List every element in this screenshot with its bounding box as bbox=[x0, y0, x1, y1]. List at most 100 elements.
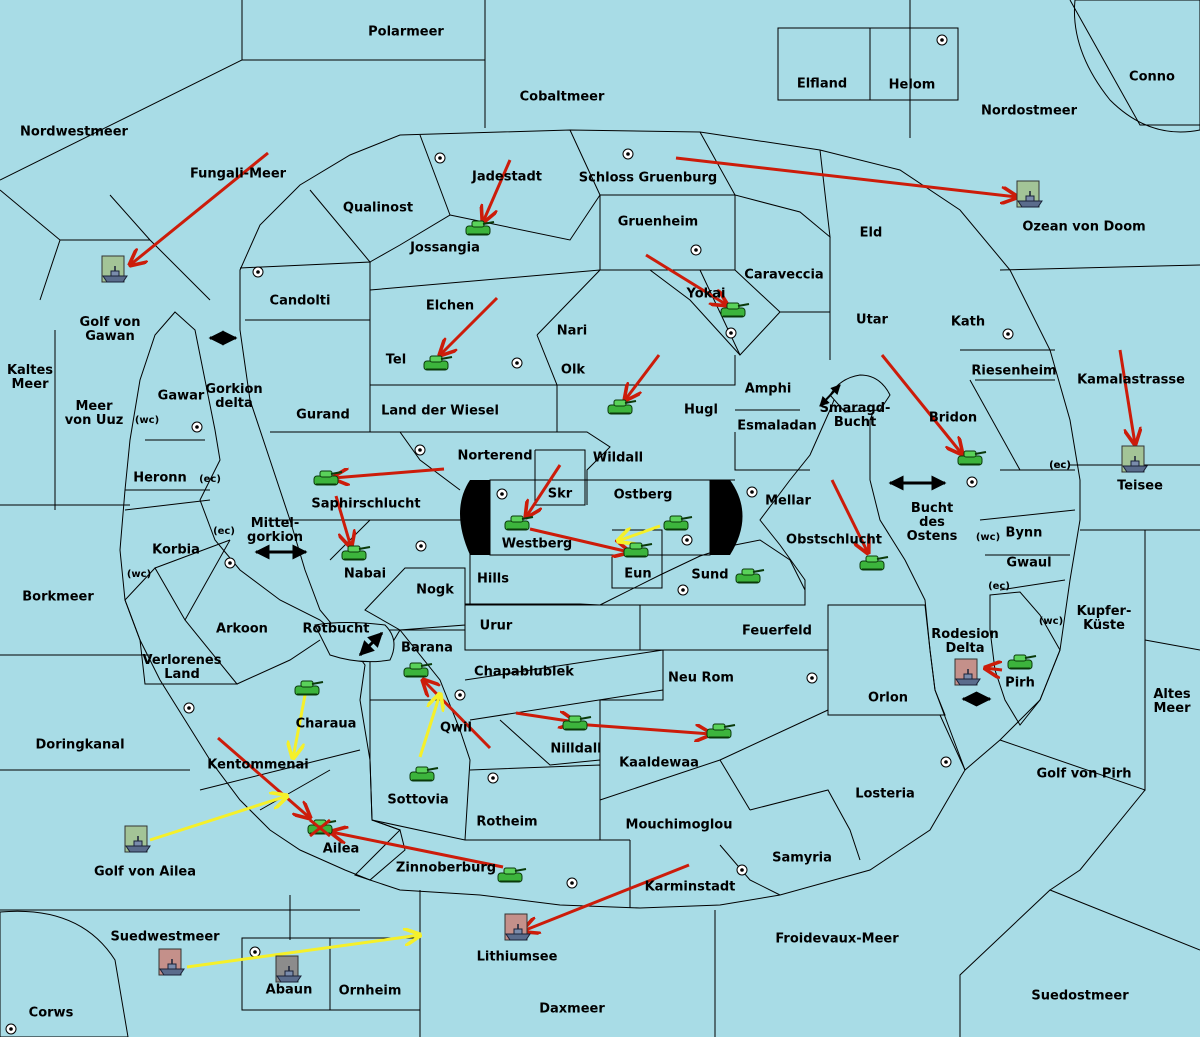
dislodged-icon bbox=[309, 818, 331, 838]
province-label-obstschlucht: Obstschlucht bbox=[786, 533, 882, 548]
sea-label-rotbucht: Rotbucht bbox=[303, 622, 370, 637]
province-label-mellar: Mellar bbox=[765, 494, 811, 509]
supply-center-icon bbox=[224, 557, 236, 569]
province-label-feuerfeld: Feuerfeld bbox=[742, 624, 812, 639]
sea-label-golf-von-pirh: Golf von Pirh bbox=[1036, 767, 1131, 782]
supply-center-icon bbox=[415, 540, 427, 552]
fleet-icon bbox=[954, 658, 981, 686]
sea-label-corws: Corws bbox=[29, 1006, 74, 1021]
province-label-caraveccia: Caraveccia bbox=[744, 268, 823, 283]
fleet-icon bbox=[158, 948, 185, 976]
order-arrow-red bbox=[523, 863, 690, 931]
sea-label-suedwestmeer: Suedwestmeer bbox=[110, 930, 220, 945]
sea-label-smaragd-bucht: Smaragd-Bucht bbox=[820, 401, 891, 430]
coast-marker: (ec) bbox=[199, 474, 221, 485]
province-label-nari: Nari bbox=[557, 324, 588, 339]
province-label-nabai: Nabai bbox=[344, 567, 386, 582]
province-label-rotheim: Rotheim bbox=[476, 815, 537, 830]
army-icon bbox=[706, 723, 736, 739]
sea-label-conno: Conno bbox=[1129, 70, 1175, 85]
coast-marker: (ec) bbox=[1049, 460, 1071, 471]
fortress bbox=[460, 479, 743, 556]
army-icon bbox=[313, 470, 343, 486]
army-icon bbox=[465, 220, 495, 236]
army-icon bbox=[859, 555, 889, 571]
supply-center-icon bbox=[966, 476, 978, 488]
supply-center-icon bbox=[5, 1023, 17, 1035]
province-label-eun: Eun bbox=[624, 567, 651, 582]
province-label-eld: Eld bbox=[860, 226, 883, 241]
province-label-wildall: Wildall bbox=[593, 451, 643, 466]
sea-label-cobaltmeer: Cobaltmeer bbox=[520, 90, 605, 105]
province-label-sund: Sund bbox=[691, 568, 728, 583]
province-label-kentommenai: Kentommenai bbox=[207, 758, 308, 773]
province-label-elchen: Elchen bbox=[426, 299, 474, 314]
province-label-mouchimoglou: Mouchimoglou bbox=[626, 818, 733, 833]
order-arrow-red bbox=[625, 354, 661, 400]
sea-label-nordwestmeer: Nordwestmeer bbox=[20, 125, 128, 140]
supply-center-icon bbox=[806, 672, 818, 684]
order-arrow-red bbox=[830, 479, 868, 553]
province-label-utar: Utar bbox=[856, 313, 889, 328]
province-label-elfland: Elfland bbox=[797, 77, 847, 92]
province-label-kaaldewaa: Kaaldewaa bbox=[619, 756, 699, 771]
province-label-abaun: Abaun bbox=[266, 983, 313, 998]
army-icon bbox=[403, 662, 433, 678]
sea-label-mittel-gorkion: Mittel-gorkion bbox=[247, 516, 303, 545]
coast-marker: (ec) bbox=[1049, 460, 1071, 471]
supply-center-icon bbox=[191, 421, 203, 433]
fleet-icon bbox=[1016, 180, 1043, 208]
province-label-barana: Barana bbox=[401, 641, 453, 656]
sea-label-golf-von-ailea: Golf von Ailea bbox=[94, 865, 196, 880]
province-label-orlon: Orlon bbox=[868, 691, 908, 706]
order-arrow-red bbox=[217, 736, 310, 818]
province-label-helom: Helom bbox=[889, 78, 936, 93]
supply-center-icon bbox=[454, 689, 466, 701]
supply-center-icon bbox=[252, 266, 264, 278]
order-arrow-red bbox=[1118, 349, 1135, 444]
army-icon bbox=[423, 355, 453, 371]
supply-center-icon bbox=[936, 34, 948, 46]
province-label-nilldall: Nilldall bbox=[550, 742, 601, 757]
supply-center-icon bbox=[414, 444, 426, 456]
province-label-candolti: Candolti bbox=[270, 294, 331, 309]
province-label-gurand: Gurand bbox=[296, 408, 350, 423]
province-label-tel: Tel bbox=[386, 353, 406, 368]
army-icon bbox=[409, 766, 439, 782]
order-arrow-yellow bbox=[418, 694, 440, 758]
order-arrow-red bbox=[334, 495, 351, 547]
province-label-yokai: Yokai bbox=[685, 287, 725, 302]
province-label-urur: Urur bbox=[480, 619, 513, 634]
army-icon bbox=[504, 515, 534, 531]
order-arrow-red bbox=[645, 253, 727, 305]
supply-center-icon bbox=[249, 946, 261, 958]
passage-arrows bbox=[208, 330, 992, 707]
army-icon bbox=[562, 715, 592, 731]
province-label-riesenheim: Riesenheim bbox=[971, 364, 1056, 379]
order-arrow-yellow bbox=[293, 689, 308, 758]
province-borders bbox=[124, 129, 1076, 908]
province-label-olk: Olk bbox=[561, 363, 586, 378]
province-label-jadestadt: Jadestadt bbox=[471, 170, 542, 185]
order-arrow-yellow bbox=[618, 524, 661, 541]
army-icon bbox=[1007, 654, 1037, 670]
order-arrow-red bbox=[130, 151, 269, 265]
order-arrows bbox=[130, 151, 1135, 969]
supply-center-icon bbox=[487, 772, 499, 784]
province-label-kath: Kath bbox=[951, 315, 985, 330]
sea-label-kamalastrasse: Kamalastrasse bbox=[1077, 373, 1185, 388]
sea-label-suedostmeer: Suedostmeer bbox=[1031, 989, 1129, 1004]
army-icon bbox=[497, 867, 527, 883]
province-label-losteria: Losteria bbox=[855, 787, 915, 802]
supply-center-icon bbox=[496, 488, 508, 500]
province-label-pirh: Pirh bbox=[1005, 676, 1035, 691]
province-label-karminstadt: Karminstadt bbox=[645, 880, 736, 895]
